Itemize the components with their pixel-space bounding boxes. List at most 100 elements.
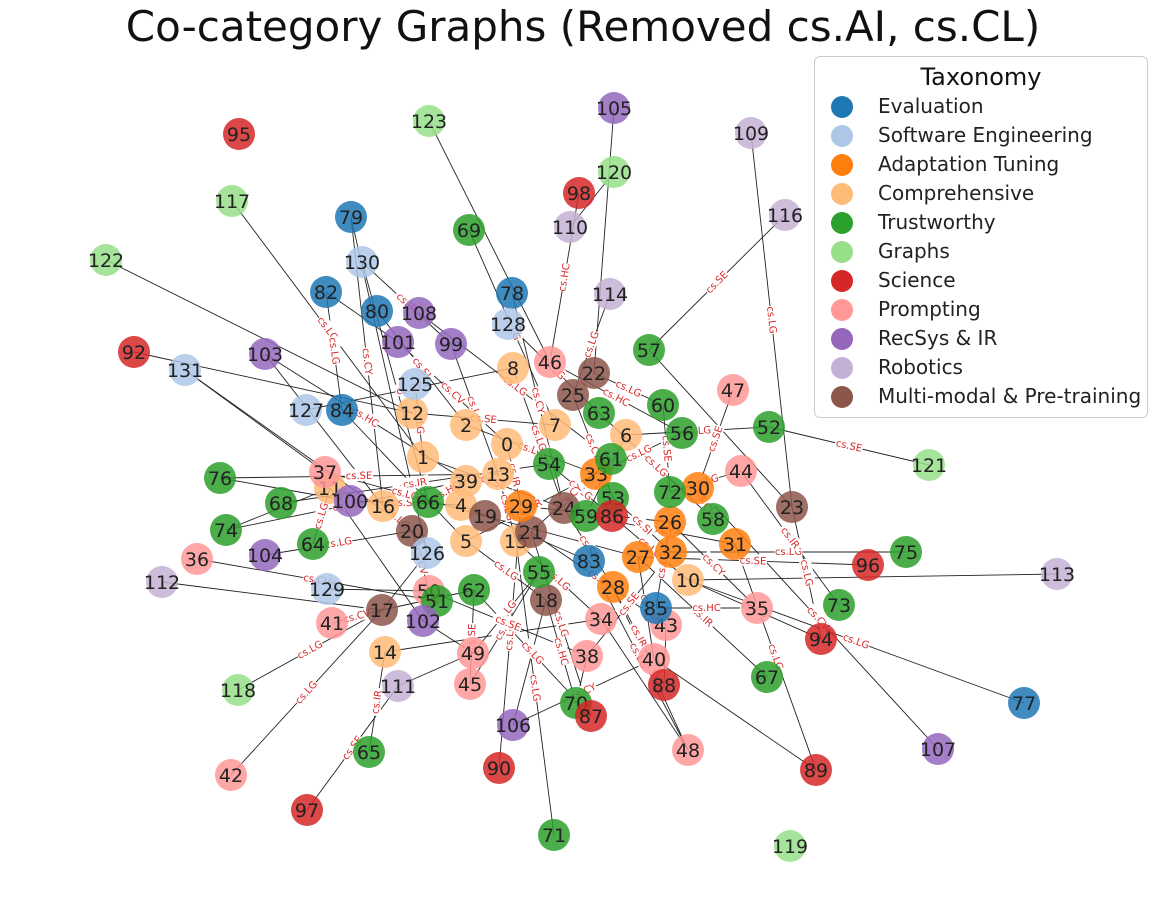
node-label: 13 [486, 464, 510, 486]
node-circle [450, 409, 482, 441]
edge-label: cs.SE [834, 435, 865, 455]
node-111: 111 [380, 670, 416, 702]
edge-label: cs.SE [344, 468, 374, 482]
node-label: 106 [495, 715, 531, 737]
node-label: 104 [247, 545, 283, 567]
node-63: 63 [583, 397, 615, 429]
node-label: 17 [370, 600, 394, 622]
node-circle [570, 500, 602, 532]
node-39: 39 [450, 465, 482, 497]
node-label: 39 [454, 471, 478, 493]
node-circle [497, 709, 529, 741]
node-circle [654, 506, 686, 538]
node-58: 58 [697, 503, 729, 535]
edge-label-text: cs.LG [313, 502, 331, 531]
node-122: 122 [88, 244, 124, 276]
edge-label-text: cs.LG [527, 674, 541, 702]
node-circle [316, 607, 348, 639]
node-label: 127 [288, 400, 324, 422]
node-circle [575, 700, 607, 732]
node-label: 110 [552, 217, 588, 239]
node-64: 64 [297, 528, 329, 560]
node-69: 69 [453, 214, 485, 246]
node-label: 56 [670, 423, 694, 445]
node-circle [181, 543, 213, 575]
legend-item: Software Engineering [815, 122, 1147, 151]
node-label: 29 [509, 496, 533, 518]
node-label: 66 [416, 492, 440, 514]
node-89: 89 [800, 754, 832, 786]
node-label: 46 [538, 352, 562, 374]
node-85: 85 [640, 592, 672, 624]
node-circle [491, 428, 523, 460]
node-circle [210, 514, 242, 546]
node-circle [454, 668, 486, 700]
node-label: 63 [587, 403, 611, 425]
node-4: 4 [445, 489, 477, 521]
node-circle [215, 759, 247, 791]
legend-swatch [831, 212, 853, 234]
node-label: 55 [527, 562, 551, 584]
node-circle [1041, 558, 1073, 590]
node-10: 10 [672, 564, 704, 596]
node-circle [890, 536, 922, 568]
node-circle [453, 214, 485, 246]
node-label: 34 [589, 609, 613, 631]
node-label: 90 [487, 758, 511, 780]
node-circle [776, 491, 808, 523]
node-106: 106 [495, 709, 531, 741]
node-7: 7 [539, 409, 571, 441]
node-100: 100 [332, 485, 368, 517]
legend-swatch [831, 299, 853, 321]
node-32: 32 [655, 536, 687, 568]
node-circle [538, 819, 570, 851]
node-label: 21 [519, 522, 543, 544]
edge-label-text: cs.LG [764, 306, 778, 334]
edge-label: cs.CY [360, 346, 376, 376]
node-label: 30 [686, 478, 710, 500]
node-circle [571, 640, 603, 672]
node-circle [573, 545, 605, 577]
node-circle [751, 661, 783, 693]
node-circle [399, 368, 431, 400]
node-label: 86 [600, 506, 624, 528]
edge-40-89 [653, 658, 817, 771]
node-87: 87 [575, 700, 607, 732]
node-circle [741, 592, 773, 624]
node-26: 26 [654, 506, 686, 538]
node-circle [369, 636, 401, 668]
node-34: 34 [585, 603, 617, 635]
node-113: 113 [1039, 558, 1075, 590]
node-circle [118, 336, 150, 368]
node-circle [717, 374, 749, 406]
node-label: 35 [745, 598, 769, 620]
node-12: 12 [396, 397, 428, 429]
node-127: 127 [288, 394, 324, 426]
node-102: 102 [405, 605, 441, 637]
node-18: 18 [530, 584, 562, 616]
node-label: 61 [599, 449, 623, 471]
node-62: 62 [458, 574, 490, 606]
node-101: 101 [380, 326, 416, 358]
node-label: 129 [309, 579, 345, 601]
node-circle [482, 458, 514, 490]
node-82: 82 [310, 276, 342, 308]
node-13: 13 [482, 458, 514, 490]
node-circle [725, 455, 757, 487]
node-label: 2 [460, 415, 472, 437]
node-circle [435, 328, 467, 360]
node-27: 27 [622, 541, 654, 573]
node-label: 118 [220, 680, 256, 702]
node-49: 49 [457, 637, 489, 669]
node-86: 86 [596, 500, 628, 532]
node-label: 18 [534, 590, 558, 612]
edge-label-text: cs.HC [557, 263, 573, 293]
node-circle [458, 574, 490, 606]
edge-label: cs.LG [764, 305, 780, 335]
node-label: 120 [596, 162, 632, 184]
node-label: 68 [269, 493, 293, 515]
node-105: 105 [596, 92, 632, 124]
node-label: 128 [490, 314, 526, 336]
